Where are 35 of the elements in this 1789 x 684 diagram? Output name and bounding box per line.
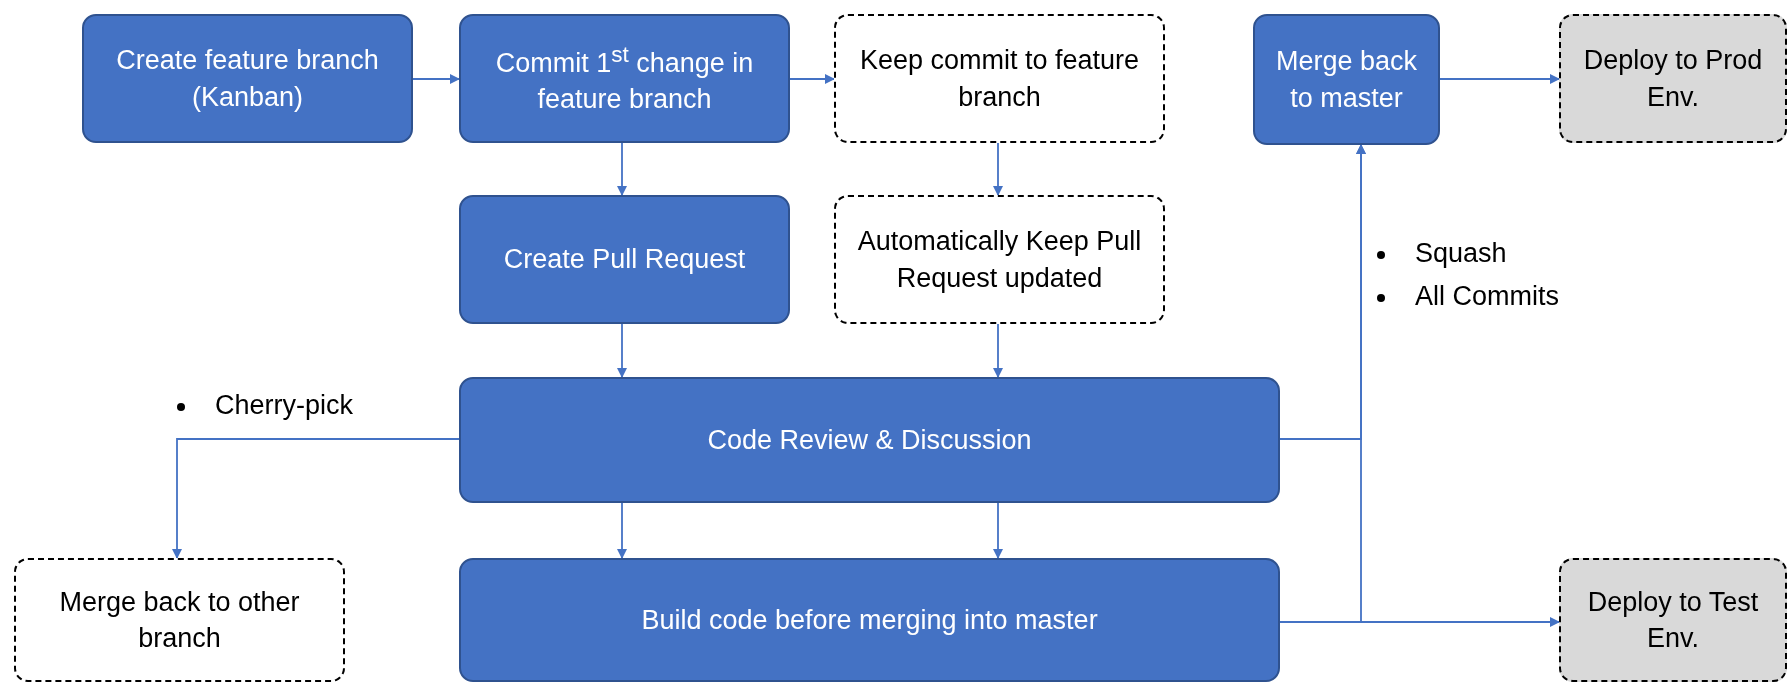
arrow <box>412 74 460 84</box>
arrow <box>993 142 1003 196</box>
node-text: Deploy to Test Env. <box>1586 585 1760 655</box>
node-text: Commit 1$^{st}$ change in feature branch <box>494 40 755 116</box>
node-text: Automatically Keep Pull Request updated <box>856 225 1143 295</box>
arrow <box>617 323 627 378</box>
arrow <box>993 323 1003 378</box>
arrow <box>172 438 460 559</box>
node-text: Merge back to master <box>1274 45 1419 115</box>
node-text: Keep commit to feature branch <box>858 44 1141 114</box>
arrow <box>993 502 1003 559</box>
bullet-item: All Commits <box>1415 281 1559 312</box>
node-text: Build code before merging into master <box>641 603 1098 637</box>
process-box <box>459 377 1280 503</box>
process-box <box>459 14 790 143</box>
process-box <box>1253 14 1440 145</box>
bullet-item: Cherry-pick <box>215 390 354 421</box>
dashed-process-box <box>1559 558 1787 682</box>
dashed-process-box <box>1559 14 1787 143</box>
bullet-item: Squash <box>1415 238 1507 269</box>
arrow <box>1439 74 1560 84</box>
process-box <box>82 14 413 143</box>
process-box <box>459 558 1280 682</box>
arrow <box>617 142 627 196</box>
dashed-process-box <box>834 14 1165 143</box>
node-text: Deploy to Prod Env. <box>1582 44 1764 114</box>
arrow <box>617 502 627 559</box>
node-text: Create feature branch (Kanban) <box>115 44 380 114</box>
arrow <box>789 74 835 84</box>
dashed-process-box <box>834 195 1165 324</box>
node-text: Merge back to other branch <box>58 585 301 655</box>
node-text: Code Review & Discussion <box>707 423 1032 457</box>
dashed-process-box <box>14 558 345 682</box>
node-text: Create Pull Request <box>503 243 746 277</box>
process-box <box>459 195 790 324</box>
